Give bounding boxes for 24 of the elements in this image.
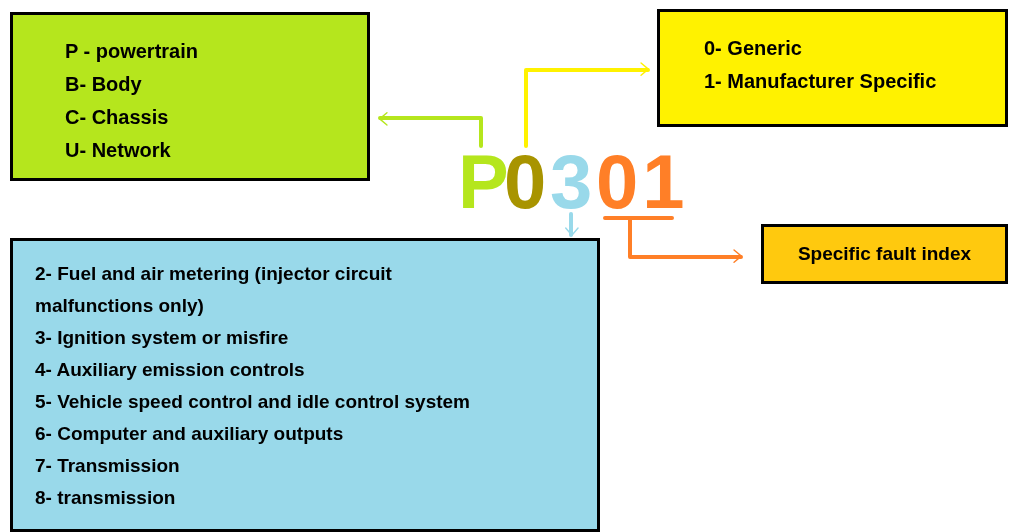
list-item: 0- Generic bbox=[704, 36, 803, 61]
arrow bbox=[565, 212, 579, 237]
code-character: P bbox=[458, 148, 504, 216]
arrow bbox=[603, 216, 743, 263]
category-box bbox=[10, 12, 370, 181]
code-character: 3 bbox=[550, 148, 592, 216]
list-item: 3- Ignition system or misfire bbox=[35, 326, 290, 350]
fault-index-box bbox=[761, 224, 1008, 284]
list-item: B- Body bbox=[65, 72, 143, 97]
list-item: 5- Vehicle speed control and idle control system bbox=[35, 390, 471, 414]
list-item: 4- Auxiliary emission controls bbox=[35, 358, 306, 382]
list-item: U- Network bbox=[65, 138, 172, 163]
list-item: 6- Computer and auxiliary outputs bbox=[35, 422, 345, 446]
list-item: 2- Fuel and air metering (injector circuit malfunctions only) bbox=[35, 262, 393, 318]
list-item: 8- transmission bbox=[35, 486, 177, 510]
list-item: P - powertrain bbox=[65, 39, 199, 64]
list-item: C- Chassis bbox=[65, 105, 170, 130]
arrow bbox=[524, 62, 650, 148]
subsystem-box bbox=[10, 238, 600, 532]
arrow bbox=[378, 112, 483, 148]
list-item: 7- Transmission bbox=[35, 454, 181, 478]
list-item: Specific fault index bbox=[797, 241, 972, 266]
list-item: 1- Manufacturer Specific bbox=[704, 69, 938, 94]
code-type-box bbox=[657, 9, 1008, 127]
